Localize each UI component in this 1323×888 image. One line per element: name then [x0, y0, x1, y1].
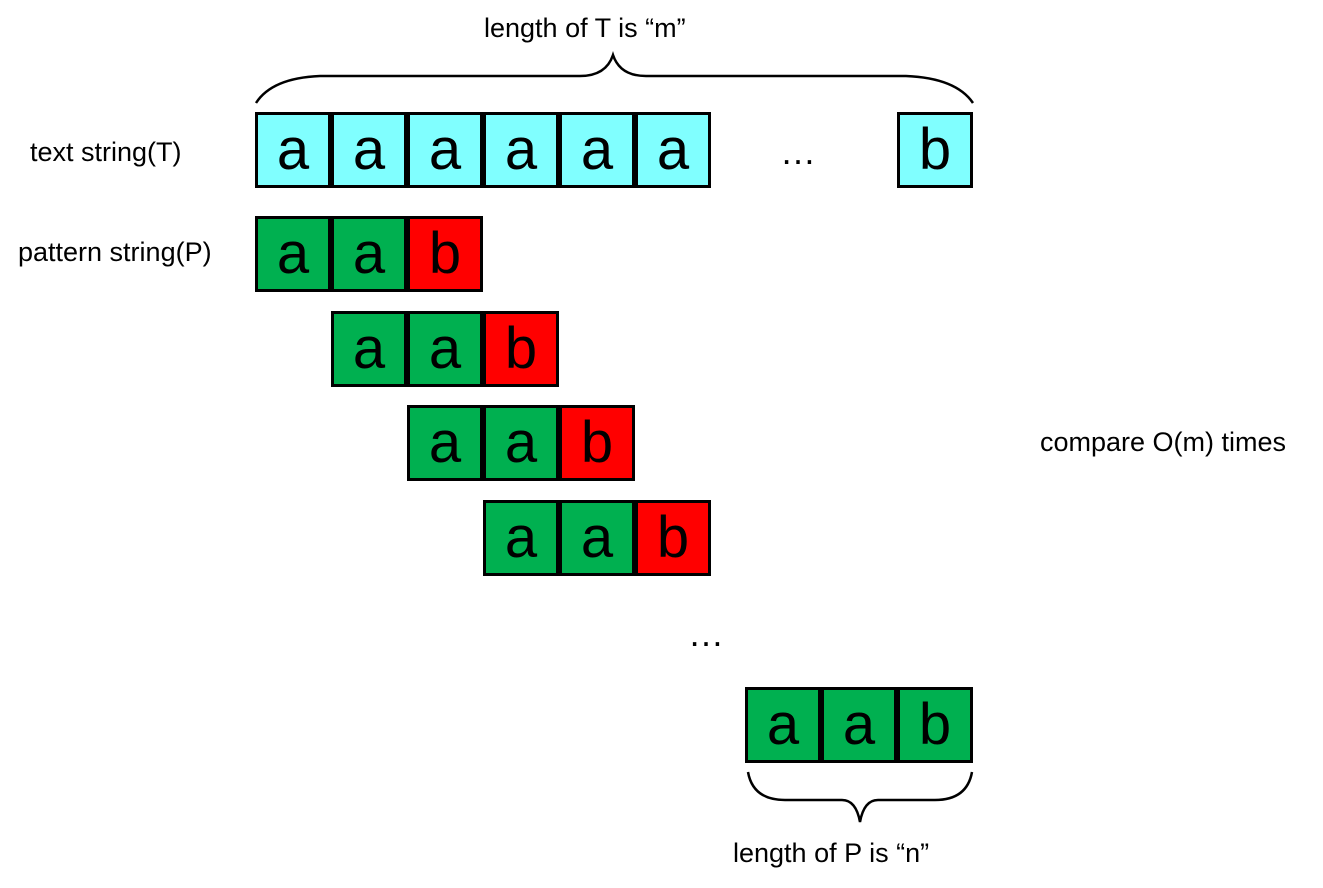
pattern-cell: a: [559, 500, 635, 576]
text-length-label: length of T is “m”: [484, 13, 686, 43]
pattern-cell: a: [483, 500, 559, 576]
text-cell-last: b: [897, 112, 973, 188]
pattern-length-brace: [746, 771, 974, 823]
text-cell: a: [559, 112, 635, 188]
text-cell: a: [635, 112, 711, 188]
pattern-cell: b: [559, 405, 635, 481]
pattern-cell: a: [407, 405, 483, 481]
pattern-cell: a: [407, 311, 483, 387]
pattern-cell: a: [745, 687, 821, 763]
pattern-cell: b: [635, 500, 711, 576]
pattern-cell: a: [331, 216, 407, 292]
pattern-cell: a: [483, 405, 559, 481]
text-cell: a: [255, 112, 331, 188]
text-cell: a: [331, 112, 407, 188]
pattern-cell: a: [821, 687, 897, 763]
pattern-cell: a: [331, 311, 407, 387]
rows-ellipsis: …: [688, 613, 726, 654]
text-ellipsis: …: [780, 131, 818, 172]
compare-label: compare O(m) times: [1040, 427, 1287, 457]
pattern-cell: b: [483, 311, 559, 387]
pattern-cell: b: [897, 687, 973, 763]
pattern-cell: b: [407, 216, 483, 292]
text-cell: a: [483, 112, 559, 188]
text-string-label: text string(T): [30, 137, 182, 167]
text-cell: a: [407, 112, 483, 188]
pattern-string-label: pattern string(P): [18, 237, 212, 267]
pattern-length-label: length of P is “n”: [733, 838, 930, 868]
pattern-cell: a: [255, 216, 331, 292]
